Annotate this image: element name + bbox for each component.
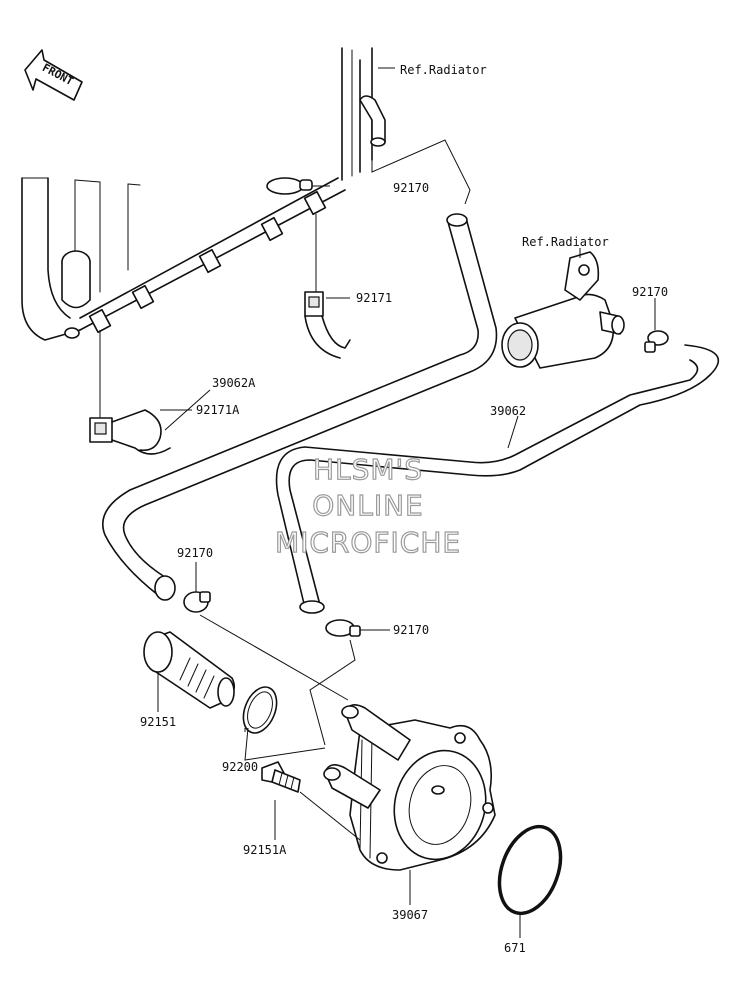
bolt-92151a	[261, 761, 301, 793]
callout-c1: 92170	[393, 181, 429, 195]
hose-39062	[275, 344, 720, 614]
callout-c6: 39062	[490, 404, 526, 418]
callout-c13: 671	[504, 941, 526, 955]
callout-c11: 92151A	[243, 843, 287, 857]
thermostat-housing	[501, 251, 625, 369]
callout-c3: 92170	[632, 285, 668, 299]
callout-c9: 92151	[140, 715, 176, 729]
callout-c8: 92170	[393, 623, 429, 637]
clip-92171	[304, 291, 351, 359]
clamp-92170-right	[644, 330, 669, 353]
callout-c10: 92200	[222, 760, 258, 774]
watermark-line-3: MICROFICHE	[275, 526, 461, 559]
hose-39062a	[102, 213, 498, 601]
callout-labels: Ref.Radiator Ref.Radiator 92170 92171 92…	[140, 63, 668, 955]
callout-c5: 92171A	[196, 403, 240, 417]
ref-radiator-side-label: Ref.Radiator	[522, 235, 609, 249]
callout-c4: 39062A	[212, 376, 256, 390]
callout-c2: 92171	[356, 291, 392, 305]
clamp-92170-left	[183, 591, 211, 613]
watermark: HLSM'S ONLINE MICROFICHE	[274, 452, 461, 559]
upper-clamp-92170	[266, 177, 313, 195]
radiator-reference	[21, 47, 386, 341]
front-arrow-icon: FRONT	[24, 49, 83, 101]
callout-c12: 39067	[392, 908, 428, 922]
clip-92171a	[89, 409, 171, 455]
clamp-92170-center	[325, 619, 361, 637]
o-ring-92200	[242, 686, 278, 734]
leader-lines	[99, 67, 656, 938]
oil-cooler-39067	[323, 704, 496, 871]
callout-c7: 92170	[177, 546, 213, 560]
o-ring-671	[497, 824, 563, 916]
watermark-line-2: ONLINE	[312, 489, 423, 522]
watermark-line-1: HLSM'S	[313, 453, 423, 486]
ref-radiator-top-label: Ref.Radiator	[400, 63, 487, 77]
fitting-92151	[143, 631, 236, 709]
